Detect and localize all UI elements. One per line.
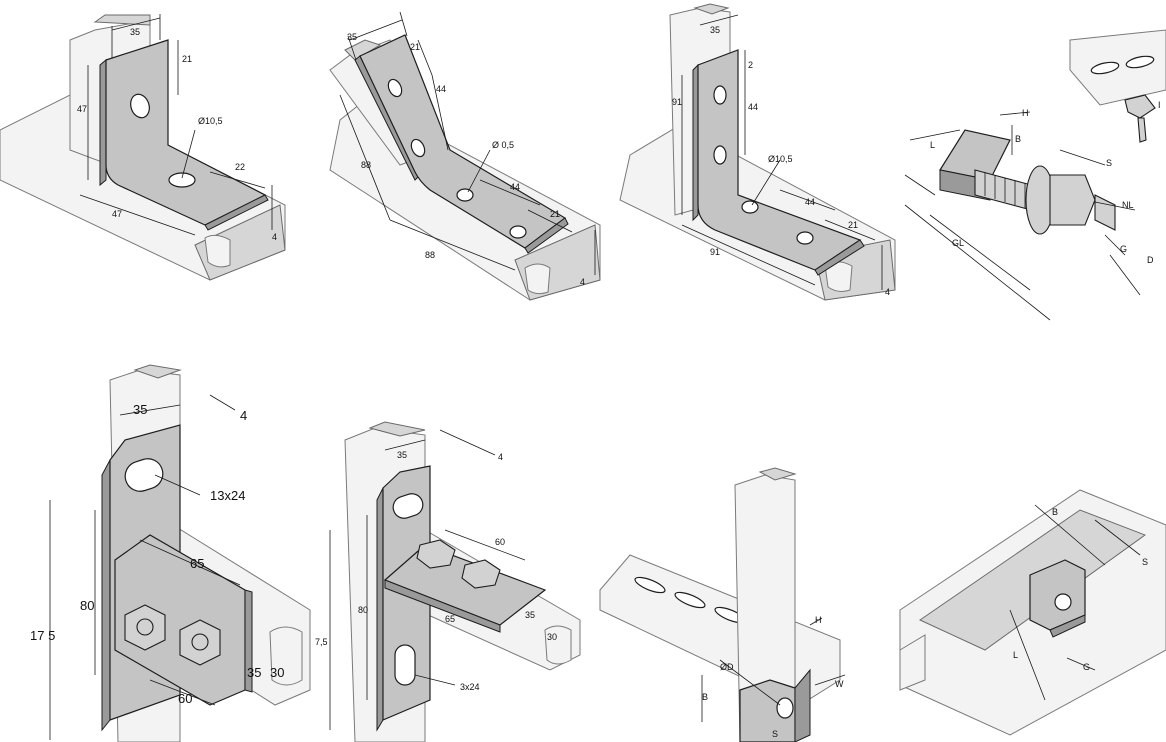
hex-bolt-2-icon <box>461 559 501 589</box>
hole-diameter: Ø 0,5 <box>492 140 514 150</box>
dim-hole-spacing: 44 <box>510 182 520 192</box>
dim-top: 21 <box>182 54 192 64</box>
dim-top: 2 <box>748 60 753 70</box>
dim-height: H <box>815 615 822 625</box>
dim-edge: 22 <box>235 162 245 172</box>
angle-bracket-47-drawing: 35 21 47 47 Ø10,5 22 4 <box>0 14 286 281</box>
channel-connector-small-drawing: 35 4 7,5 80 60 65 35 30 3x24 <box>315 421 581 742</box>
angle-bracket-88-drawing: 35 21 44 88 88 Ø 0,5 44 21 4 <box>329 11 601 301</box>
hex-bolt-2-icon <box>179 619 221 666</box>
dim-mid: 44 <box>436 84 446 94</box>
dim-channel-1: 35 <box>525 610 535 620</box>
slot-size: 13x24 <box>210 488 245 503</box>
dim-thickness: S <box>1142 557 1148 567</box>
dim-diameter: D <box>1147 255 1154 265</box>
dim-width: 35 <box>347 32 357 42</box>
dim-thickness: 4 <box>580 277 585 287</box>
dim-thickness: S <box>772 729 778 739</box>
dim-bottom: 88 <box>425 250 435 260</box>
dim-width: 35 <box>397 450 407 460</box>
dim-channel-2: 30 <box>270 665 284 680</box>
dim-width-w: W <box>835 679 844 689</box>
dim-edge-mark: I <box>1158 100 1161 110</box>
hex-bolt-1-icon <box>416 539 456 569</box>
dim-thickness: 4 <box>272 232 277 242</box>
dim-length: L <box>1013 650 1018 660</box>
dim-top: 60 <box>495 537 505 547</box>
dim-side: 47 <box>77 104 87 114</box>
dim-nut-length-nl: NL <box>1122 200 1134 210</box>
dim-inner-height: 80 <box>358 605 368 615</box>
angle-bracket-91-drawing: 35 2 44 91 91 Ø10,5 44 21 4 <box>619 3 896 301</box>
dim-channel-2: 30 <box>547 632 557 642</box>
dim-diameter: ØD <box>720 662 734 672</box>
dim-total-height: 7,5 <box>315 637 328 647</box>
dim-width: 35 <box>130 27 140 37</box>
dim-width: B <box>1052 507 1058 517</box>
channel-bolt-drawing: L H B S NL GL G D I <box>904 29 1166 321</box>
dim-side: 88 <box>361 160 371 170</box>
channel-connector-large-drawing: 35 4 13x24 17 5 80 65 35 30 60 <box>30 364 311 742</box>
dim-nut-height: H <box>1022 108 1029 118</box>
dim-bottom: 47 <box>112 209 122 219</box>
dim-channel-1: 35 <box>247 665 261 680</box>
dim-top: 21 <box>410 42 420 52</box>
hex-bolt-1-icon <box>124 604 166 651</box>
channel-clamp-drawing: H ØD B W S <box>599 467 846 742</box>
dim-thread: G <box>1120 244 1127 254</box>
dim-extension: 65 <box>445 614 455 624</box>
dim-thickness: 4 <box>498 452 503 462</box>
dim-bolt-length: GL <box>952 238 964 248</box>
dim-nut-length: L <box>930 140 935 150</box>
dim-thickness: 4 <box>240 408 247 423</box>
channel-nut-drawing: B S L G <box>899 489 1166 736</box>
dim-edge: 21 <box>550 209 560 219</box>
dim-thread: G <box>1083 662 1090 672</box>
dim-washer: S <box>1106 158 1112 168</box>
dim-thickness: 4 <box>885 287 890 297</box>
hole-diameter: Ø10,5 <box>198 116 223 126</box>
dim-hole-spacing: 44 <box>805 197 815 207</box>
dim-mid: 44 <box>748 102 758 112</box>
dim-nut-width: B <box>1015 134 1021 144</box>
dim-width-b: B <box>702 692 708 702</box>
dim-bottom: 91 <box>710 247 720 257</box>
dim-width: 35 <box>133 402 147 417</box>
dim-width: 35 <box>710 25 720 35</box>
slot-size: 3x24 <box>460 682 480 692</box>
hole-diameter: Ø10,5 <box>768 154 793 164</box>
dim-extension: 65 <box>190 556 204 571</box>
dim-inner-height: 80 <box>80 598 94 613</box>
dim-bottom: 60 <box>178 691 192 706</box>
dim-edge: 21 <box>848 220 858 230</box>
dim-side: 91 <box>672 97 682 107</box>
dim-total-height: 17 5 <box>30 628 55 643</box>
